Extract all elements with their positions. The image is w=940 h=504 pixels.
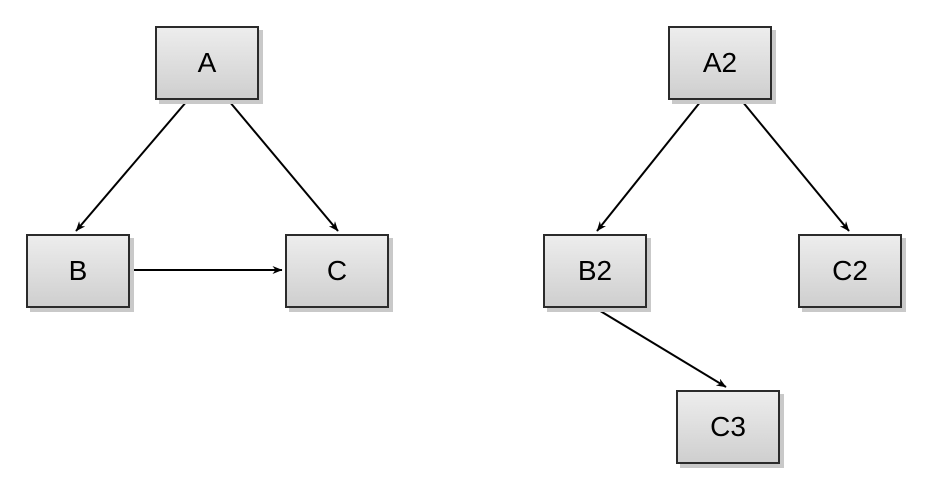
node-C3[interactable]: C3 xyxy=(676,390,780,464)
node-B[interactable]: B xyxy=(26,234,130,308)
node-label-C: C xyxy=(326,255,348,286)
node-C[interactable]: C xyxy=(285,234,389,308)
edge-A-to-B xyxy=(75,100,188,232)
node-A[interactable]: A xyxy=(155,26,259,100)
node-label-A2: A2 xyxy=(702,47,738,78)
node-label-C2: C2 xyxy=(832,255,868,286)
node-label-C3: C3 xyxy=(710,411,746,442)
edge-A-to-C xyxy=(228,100,339,232)
edge-B2-to-C3 xyxy=(596,308,727,388)
edge-A2-to-B2 xyxy=(596,100,702,232)
node-label-B: B xyxy=(68,255,88,286)
edge-A2-to-C2 xyxy=(741,100,850,232)
node-A2[interactable]: A2 xyxy=(668,26,772,100)
node-C2[interactable]: C2 xyxy=(798,234,902,308)
node-label-B2: B2 xyxy=(577,255,613,286)
node-B2[interactable]: B2 xyxy=(543,234,647,308)
node-label-A: A xyxy=(197,47,217,78)
